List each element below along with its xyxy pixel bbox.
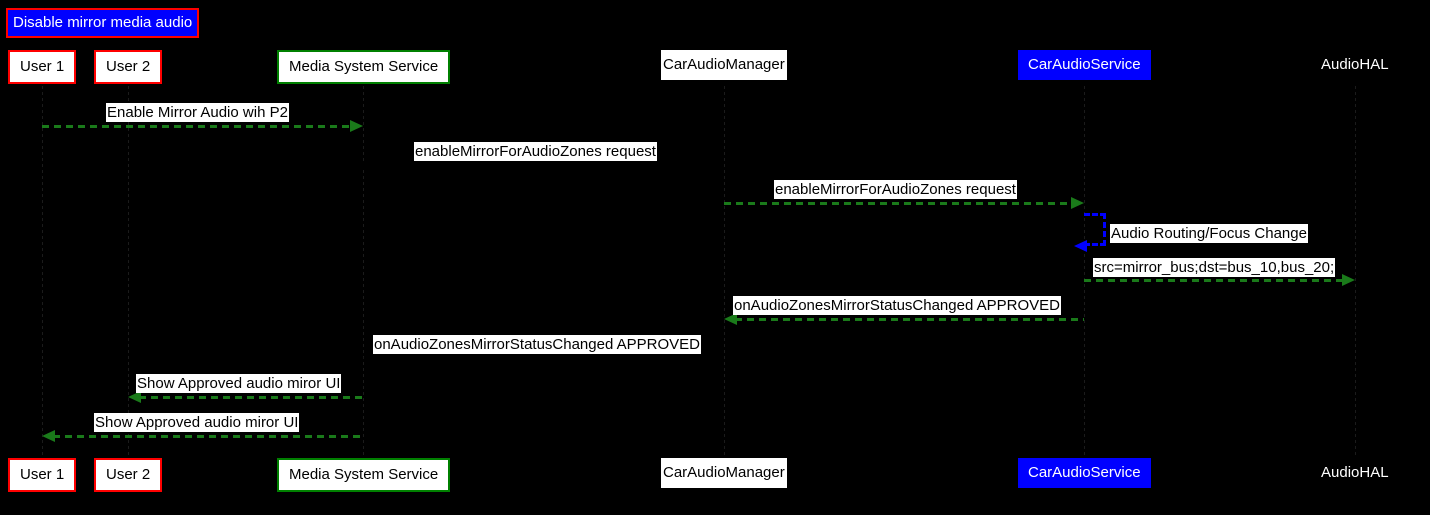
lifeline-user1 [42, 86, 43, 458]
lifeline-user2 [128, 86, 129, 458]
participant-audiohal-top[interactable]: AudioHAL [1311, 50, 1399, 80]
message-line-m2 [363, 164, 713, 167]
lifeline-mediasystemservice [363, 86, 364, 458]
message-line-m3 [724, 202, 1073, 205]
participant-label: User 2 [106, 466, 151, 483]
participant-caraudioservice-bottom[interactable]: CarAudioService [1018, 458, 1151, 488]
participant-audiohal-bottom[interactable]: AudioHAL [1311, 458, 1399, 488]
participant-mediasystemservice-top[interactable]: Media System Service [277, 50, 451, 84]
message-label-m6: onAudioZonesMirrorStatusChanged APPROVED [733, 296, 1062, 315]
participant-label: AudioHAL [1321, 56, 1389, 73]
message-line-m1 [42, 125, 352, 128]
message-arrowhead-m2 [711, 159, 724, 171]
participant-caraudiomanager-top[interactable]: CarAudioManager [661, 50, 787, 80]
lifeline-audiohal [1355, 86, 1356, 458]
participant-caraudiomanager-bottom[interactable]: CarAudioManager [661, 458, 787, 488]
message-arrowhead-m1 [350, 120, 363, 132]
participant-label: User 1 [20, 58, 65, 75]
participant-label: Media System Service [289, 466, 439, 483]
message-line-m9 [53, 435, 363, 438]
participant-user1-bottom[interactable]: User 1 [8, 458, 77, 492]
message-line-m6 [735, 318, 1084, 321]
message-label-m2: enableMirrorForAudioZones request [414, 142, 657, 161]
message-arrowhead-m5 [1342, 274, 1355, 286]
lifeline-caraudiomanager [724, 86, 725, 458]
participant-label: User 2 [106, 58, 151, 75]
participant-user1-top[interactable]: User 1 [8, 50, 77, 84]
message-label-m9: Show Approved audio miror UI [94, 413, 300, 432]
participant-label: CarAudioManager [663, 56, 785, 73]
message-arrowhead-m9 [42, 430, 55, 442]
participant-user2-top[interactable]: User 2 [94, 50, 163, 84]
message-label-m3: enableMirrorForAudioZones request [774, 180, 1017, 199]
message-arrowhead-m7 [363, 352, 376, 364]
message-line-m5 [1084, 279, 1344, 282]
message-label-m7: onAudioZonesMirrorStatusChanged APPROVED [373, 335, 702, 354]
participant-mediasystemservice-bottom[interactable]: Media System Service [277, 458, 451, 492]
message-arrowhead-m6 [724, 313, 737, 325]
diagram-title-box: Disable mirror media audio [6, 8, 200, 38]
message-arrowhead-m8 [128, 391, 141, 403]
participant-label: AudioHAL [1321, 464, 1389, 481]
participant-caraudioservice-top[interactable]: CarAudioService [1018, 50, 1151, 80]
participant-user2-bottom[interactable]: User 2 [94, 458, 163, 492]
message-label-m1: Enable Mirror Audio wih P2 [106, 103, 289, 122]
message-label-m8: Show Approved audio miror UI [136, 374, 342, 393]
participant-label: CarAudioService [1028, 56, 1141, 73]
self-message-loop-m4 [1084, 213, 1106, 246]
message-label-m5: src=mirror_bus;dst=bus_10,bus_20; [1093, 258, 1336, 277]
lifeline-caraudioservice [1084, 86, 1085, 458]
participant-label: User 1 [20, 466, 65, 483]
message-label-m4: Audio Routing/Focus Change [1110, 224, 1308, 243]
self-message-arrowhead-m4 [1074, 240, 1087, 252]
participant-label: CarAudioManager [663, 464, 785, 481]
participant-label: Media System Service [289, 58, 439, 75]
message-line-m8 [139, 396, 363, 399]
participant-label: CarAudioService [1028, 464, 1141, 481]
message-arrowhead-m3 [1071, 197, 1084, 209]
message-line-m7 [374, 357, 724, 360]
